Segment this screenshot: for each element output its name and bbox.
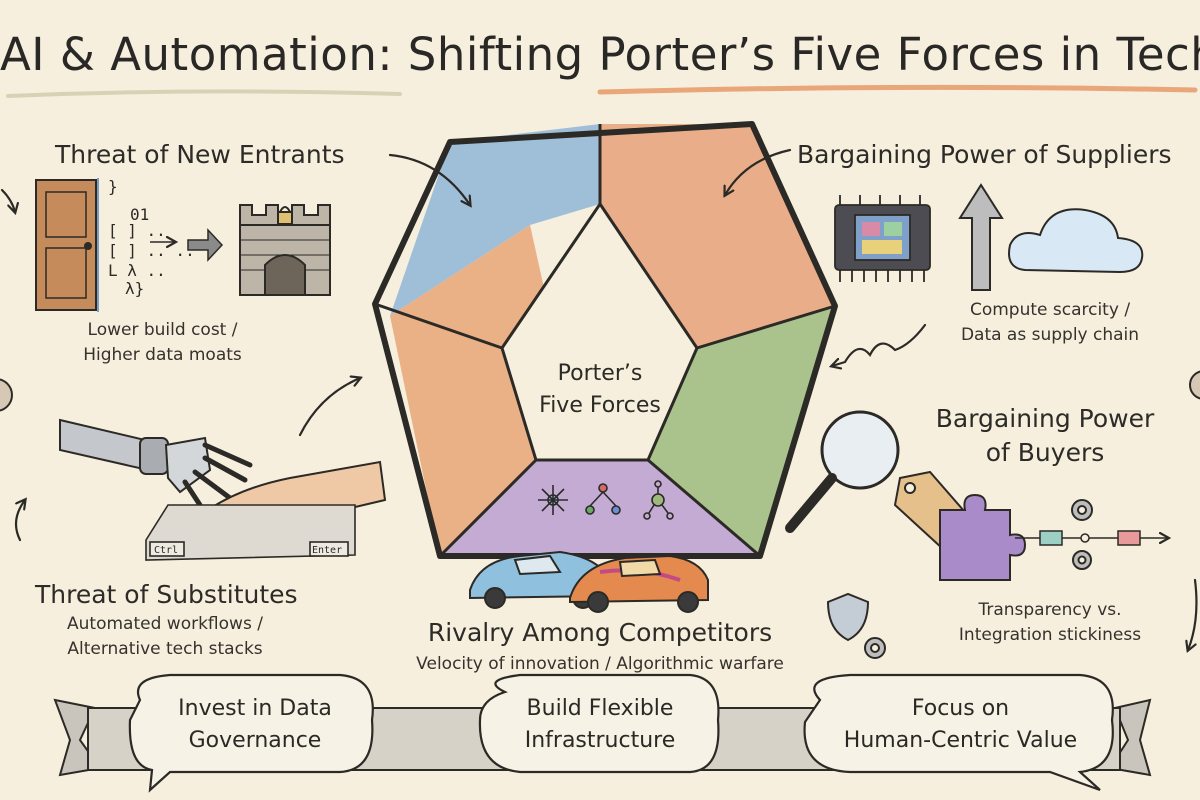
segment-buyers [648, 306, 835, 556]
new-entrants-description: Lower build cost / Higher data moats [83, 320, 242, 365]
chip-icon [834, 195, 931, 282]
flow-arrows [0, 148, 1198, 650]
network-icon [538, 480, 674, 520]
up-arrow-icon [958, 183, 1004, 291]
castle-icon [239, 204, 331, 296]
edge-decoration [0, 370, 1200, 412]
cloud-icon [1008, 208, 1144, 274]
recommendation-2: Build Flexible Infrastructure [524, 696, 676, 753]
svg-text:[ ] .. ..: [ ] .. .. [108, 241, 195, 260]
magnifier-icon [785, 410, 900, 533]
right-arrow-icon [187, 228, 224, 262]
svg-text:Enter: Enter [312, 545, 342, 556]
process-flow-icon [1015, 530, 1168, 546]
svg-text:L λ ..: L λ .. [108, 261, 166, 280]
svg-text:[ ] ..: [ ] .. [108, 221, 166, 240]
substitutes-description: Automated workflows / Alternative tech s… [67, 614, 263, 659]
code-snippet: } 01 [ ] .. [ ] .. .. L λ .. λ} [108, 177, 195, 298]
suppliers-description: Compute scarcity / Data as supply chain [960, 300, 1140, 345]
race-car-icon [469, 550, 709, 613]
svg-text:Ctrl: Ctrl [154, 545, 178, 556]
heading-suppliers: Bargaining Power of Suppliers [797, 140, 1172, 169]
svg-text:01: 01 [130, 205, 149, 224]
segment-rivalry [440, 460, 760, 556]
buyers-description: Transparency vs. Integration stickiness [958, 600, 1142, 645]
keyboard-icon: Ctrl Enter [145, 504, 356, 561]
svg-text:λ}: λ} [125, 279, 144, 298]
heading-new-entrants: Threat of New Entrants [55, 140, 345, 169]
puzzle-icon [939, 493, 1027, 581]
heading-buyers: Bargaining Power of Buyers [935, 404, 1155, 467]
center-label: Porter’s Five Forces [539, 361, 661, 418]
segment-new-entrants [390, 124, 600, 316]
heading-rivalry: Rivalry Among Competitors [427, 618, 773, 647]
recommendation-1: Invest in Data Governance [178, 696, 332, 753]
svg-text:}: } [108, 177, 118, 196]
recommendation-3: Focus on Human-Centric Value [843, 696, 1078, 753]
door-icon [35, 178, 99, 312]
robot-hand-icon [59, 418, 253, 508]
page-title: AI & Automation: Shifting Porter’s Five … [0, 28, 1200, 81]
recommendation-bubbles [128, 673, 1114, 793]
shield-icon [826, 592, 870, 642]
rivalry-description: Velocity of innovation / Algorithmic war… [416, 654, 784, 674]
gear-icon [864, 499, 1093, 659]
segment-substitutes [390, 225, 560, 556]
heading-substitutes: Threat of Substitutes [35, 580, 298, 609]
porter-pentagon [372, 121, 838, 559]
title-underline [6, 84, 1198, 98]
